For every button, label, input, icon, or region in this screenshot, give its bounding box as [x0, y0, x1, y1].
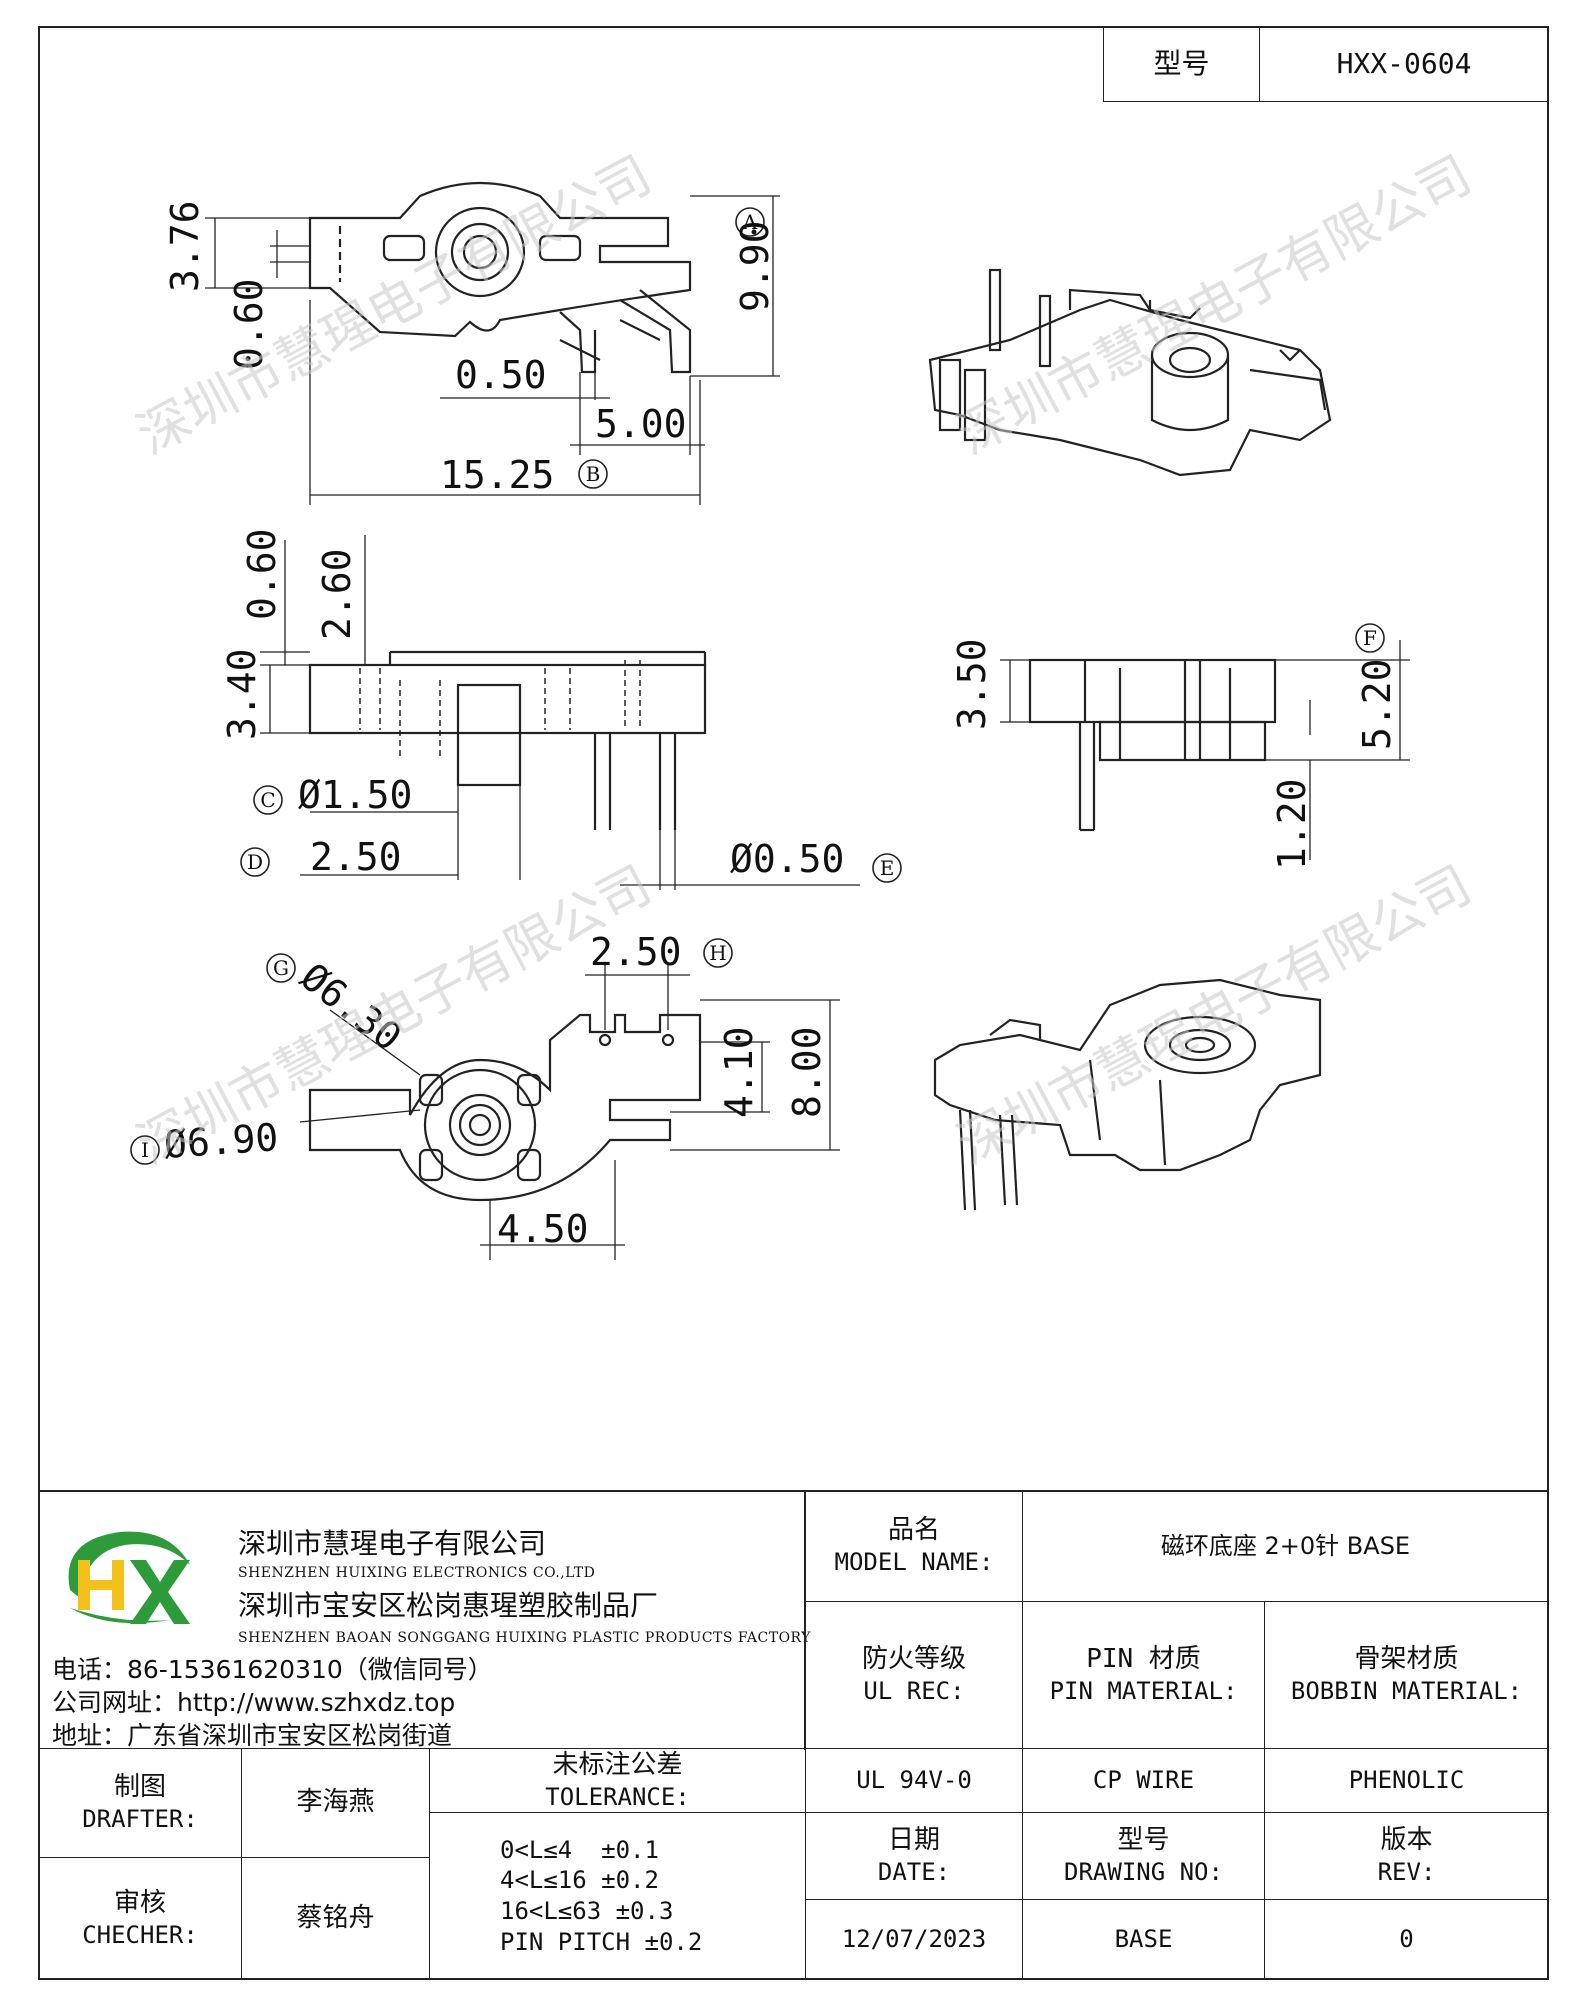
dim-dia-0-50: Ø0.50: [730, 837, 844, 881]
date-value: 12/07/2023: [805, 1899, 1023, 1980]
dim-5-00: 5.00: [595, 402, 687, 446]
company-website: 公司网址：http://www.szhxdz.top: [52, 1688, 456, 1717]
dim-2-60: 2.60: [315, 548, 359, 640]
checker-value: 蔡铭舟: [241, 1857, 430, 1980]
tolerance-line: 0<L≤4 ±0.1: [500, 1835, 659, 1864]
dim-0-50-top: 0.50: [455, 353, 547, 397]
drafter-value: 李海燕: [241, 1748, 430, 1858]
dim-0-60-side: 0.60: [240, 528, 284, 620]
dim-5-20: 5.20: [1355, 658, 1399, 750]
dim-3-40: 3.40: [220, 648, 264, 740]
circle-label-c: C: [260, 788, 275, 812]
dim-2-50-side: 2.50: [310, 835, 402, 879]
bottom-view-dims: [299, 965, 840, 1260]
factory-name-cn: 深圳市宝安区松岗惠瑆塑胶制品厂: [238, 1589, 659, 1622]
header-model-value: HXX-0604: [1259, 26, 1549, 102]
end-view: [1028, 658, 1277, 832]
watermark-4: 深圳市慧瑆电子有限公司: [948, 855, 1481, 1177]
top-view: [308, 181, 692, 374]
header-model-label: 型号: [1103, 26, 1260, 102]
side-view: [308, 650, 707, 830]
dim-8-00: 8.00: [785, 1026, 829, 1118]
dim-dia-6-90: Ø6.90: [163, 1115, 280, 1167]
circle-label-b: B: [586, 462, 601, 486]
circle-label-i: I: [141, 1138, 149, 1162]
dim-0-60-top: 0.60: [227, 278, 271, 370]
factory-name-en: SHENZHEN BAOAN SONGGANG HUIXING PLASTIC …: [238, 1630, 811, 1646]
isometric-view-bottom: [933, 978, 1322, 1211]
company-address: 地址：广东省深圳市宝安区松岗街道: [52, 1721, 453, 1750]
tolerance-line: PIN PITCH ±0.2: [500, 1927, 703, 1956]
dim-1-20: 1.20: [1270, 778, 1314, 870]
company-logo: [68, 1531, 190, 1624]
dim-4-10: 4.10: [717, 1026, 761, 1118]
model-name-value: 磁环底座 2+0针 BASE: [1022, 1490, 1549, 1602]
rev-value: 0: [1264, 1899, 1549, 1980]
dim-2-50-bottom: 2.50: [590, 930, 682, 974]
dim-15-25: 15.25: [440, 453, 554, 497]
side-view-dims: [260, 535, 860, 890]
company-divider: [804, 1490, 806, 1750]
company-name-cn: 深圳市慧瑆电子有限公司: [238, 1527, 547, 1560]
tolerance-line: 16<L≤63 ±0.3: [500, 1897, 674, 1925]
dim-9-90: 9.90: [733, 220, 777, 312]
company-name-en: SHENZHEN HUIXING ELECTRONICS CO.,LTD: [238, 1565, 596, 1581]
dim-4-50: 4.50: [497, 1207, 589, 1251]
pin-material-value: CP WIRE: [1022, 1748, 1265, 1813]
circle-label-f: F: [1363, 626, 1377, 650]
tolerance-values: 0<L≤4 ±0.1 4<L≤16 ±0.2 16<L≤63 ±0.3 PIN …: [429, 1812, 806, 1980]
drawing-no-value: BASE: [1022, 1899, 1265, 1980]
circle-label-e: E: [880, 856, 895, 880]
circle-label-a: A: [742, 210, 758, 234]
dim-dia-1-50: Ø1.50: [298, 773, 412, 817]
isometric-view-top: [928, 268, 1332, 477]
bottom-view: [308, 1013, 702, 1202]
bobbin-material-value: PHENOLIC: [1264, 1748, 1549, 1813]
dim-3-76: 3.76: [163, 200, 207, 292]
top-view-dims: [205, 195, 780, 505]
technical-drawing: A B C D E F G H I 3.76 0.60 9.90 0.50 5.…: [128, 145, 1481, 1260]
circle-label-g: G: [273, 956, 289, 980]
dim-3-50: 3.50: [950, 638, 994, 730]
tolerance-line: 4<L≤16 ±0.2: [500, 1866, 659, 1895]
ul-rec-value: UL 94V-0: [805, 1748, 1023, 1813]
company-phone: 电话：86-15361620310（微信同号）: [52, 1655, 493, 1684]
title-block-top-rule: [38, 1490, 1549, 1492]
circle-label-h: H: [709, 941, 726, 965]
circle-label-d: D: [247, 850, 263, 874]
watermark-2: 深圳市慧瑆电子有限公司: [948, 145, 1481, 467]
end-view-dims: [1000, 640, 1410, 860]
